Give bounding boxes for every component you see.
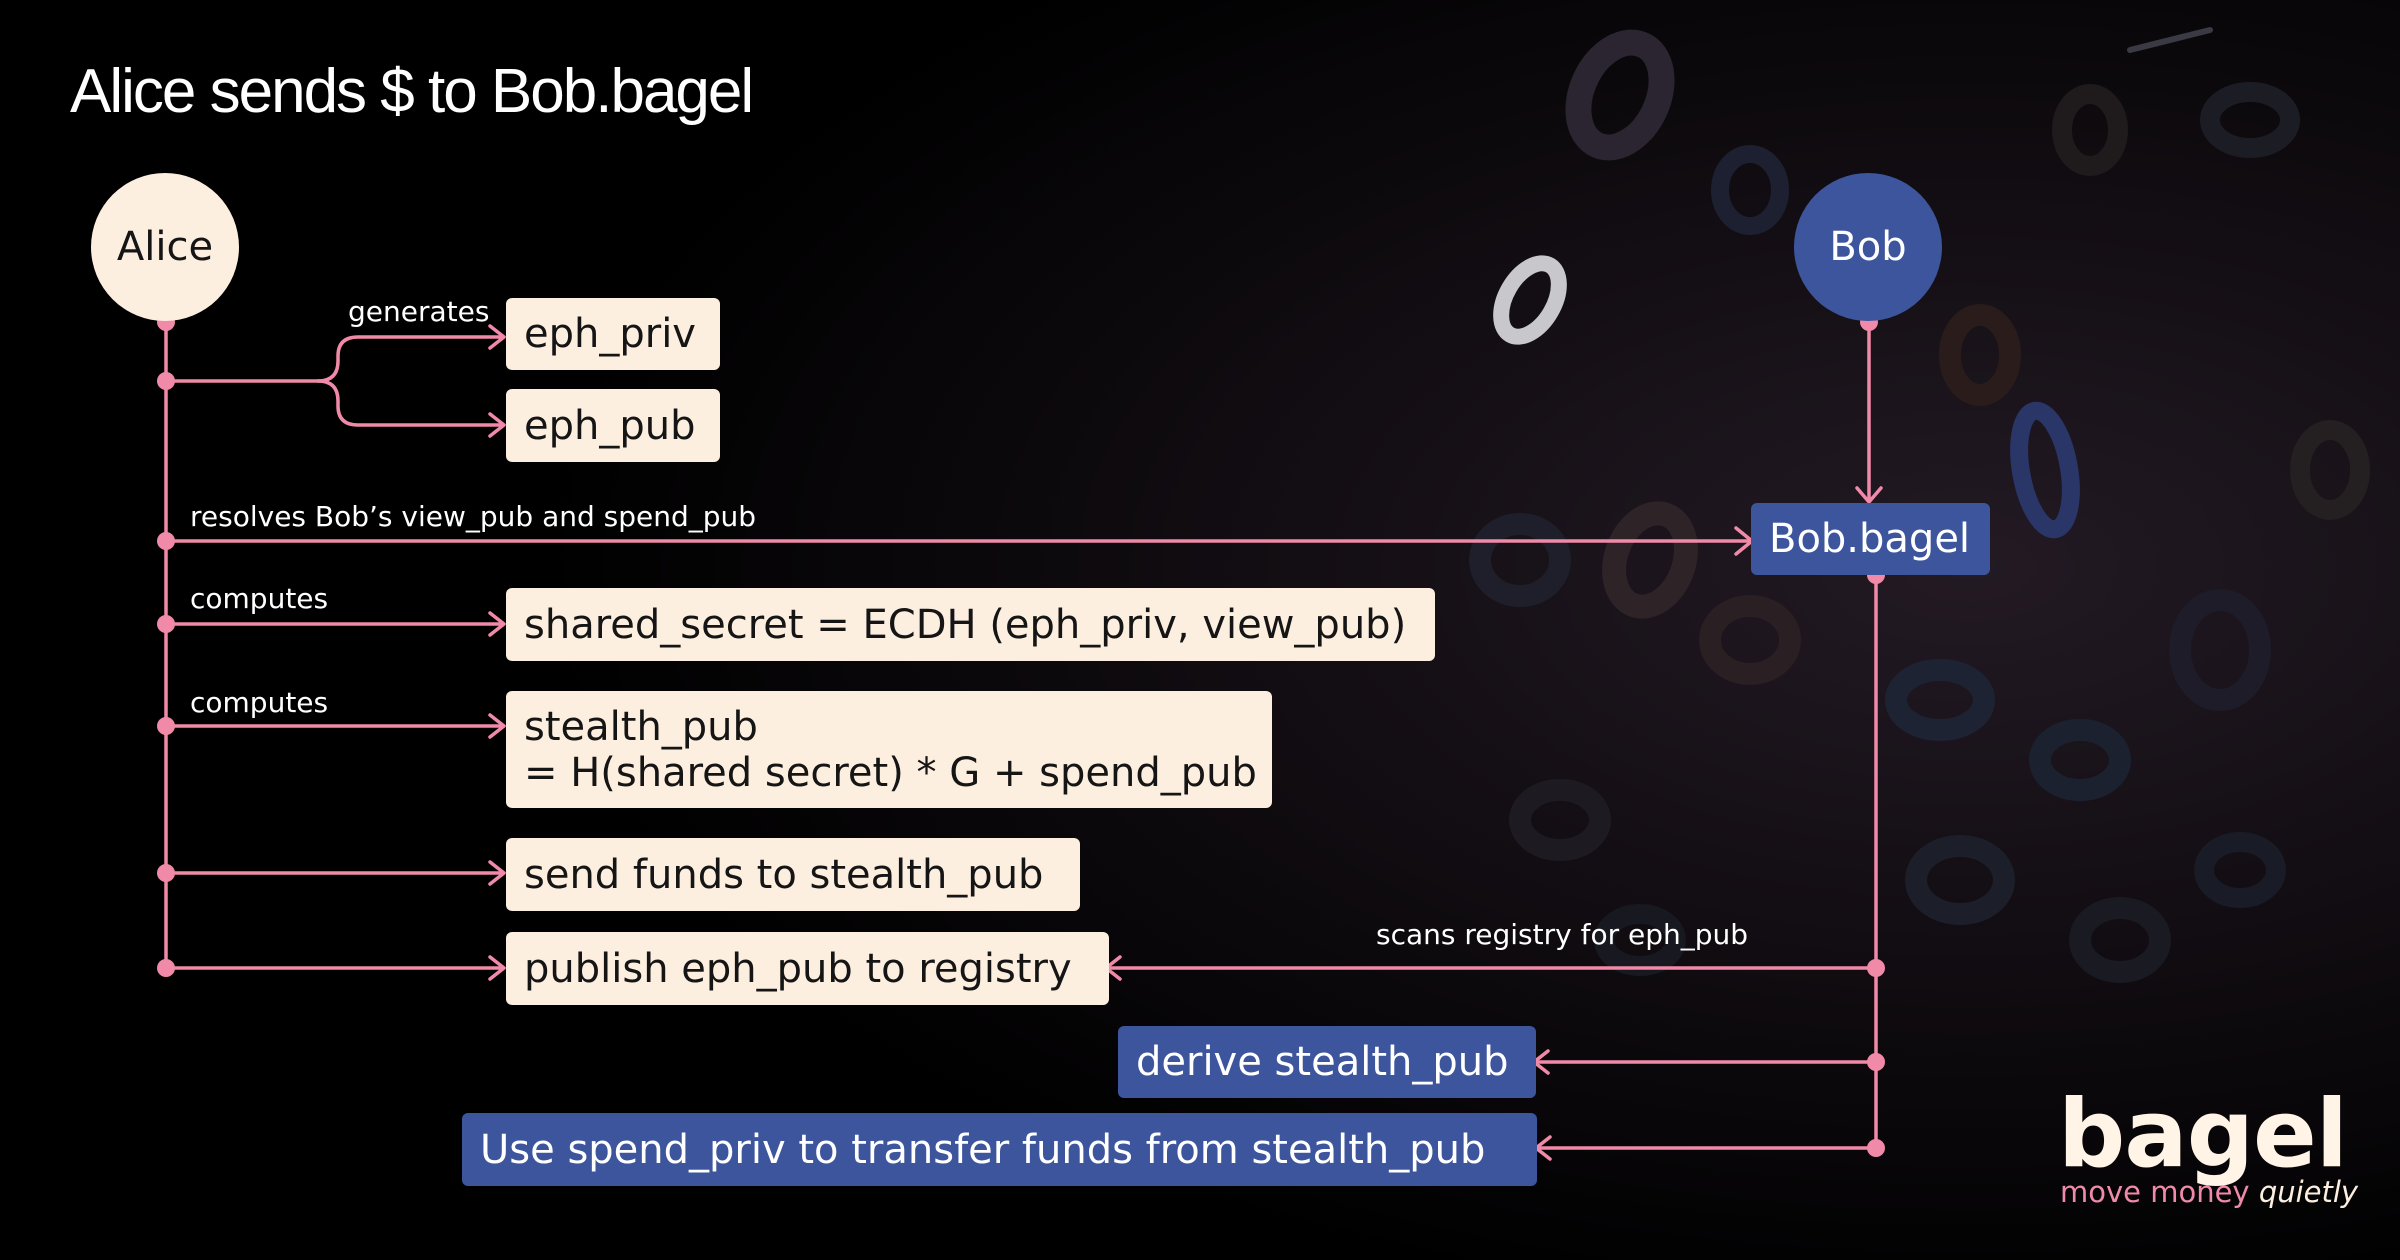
computes-label-1: computes [190,582,329,615]
bob-bagel-box: Bob.bagel [1751,503,1990,575]
eph-pub-box: eph_pub [506,389,720,462]
generates-label: generates [348,295,490,328]
eph-priv-box: eph_priv [506,298,720,370]
derive-box: derive stealth_pub [1118,1026,1536,1098]
use-spend-box: Use spend_priv to transfer funds from st… [462,1113,1537,1186]
stealth-pub-line-1: stealth_pub [524,703,758,750]
resolves-label: resolves Bob’s view_pub and spend_pub [190,500,757,533]
scans-label: scans registry for eph_pub [1376,918,1749,951]
logo-tagline-plain: move money [2060,1175,2259,1209]
logo-tagline-emphasis: quietly [2258,1175,2359,1209]
publish-box: publish eph_pub to registry [506,932,1109,1005]
stealth-pub-line-2: = H(shared secret) * G + spend_pub [524,749,1257,796]
page-title: Alice sends $ to Bob.bagel [70,57,754,126]
stealth-pub-box: stealth_pub = H(shared secret) * G + spe… [506,691,1272,808]
send-funds-box: send funds to stealth_pub [506,838,1080,911]
logo-wordmark: bagel [2058,1080,2348,1189]
alice-node: Alice [91,173,239,321]
shared-secret-box: shared_secret = ECDH (eph_priv, view_pub… [506,588,1435,661]
bob-node: Bob [1794,173,1942,321]
bagel-logo: bagel move money quietly [2058,1085,2358,1218]
logo-tagline: move money quietly [2060,1175,2358,1209]
computes-label-2: computes [190,686,329,719]
